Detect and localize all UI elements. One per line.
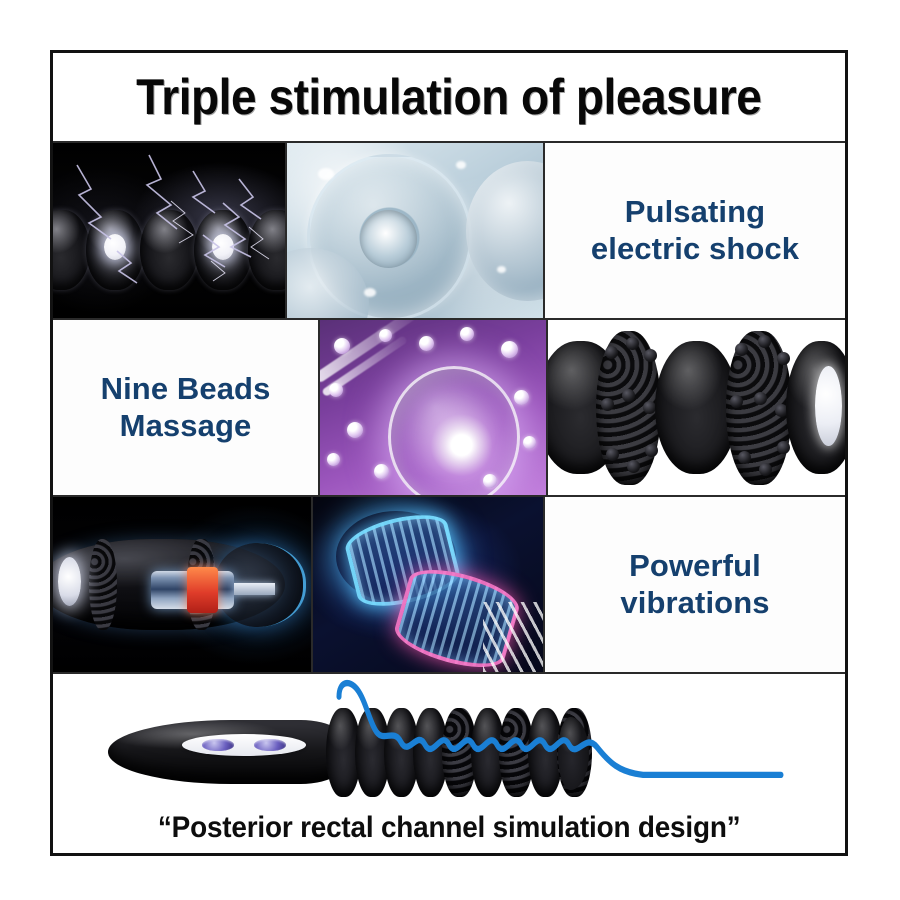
feature-row-pulsating: Pulsating electric shock [53,143,845,320]
mode-button-icon [254,739,287,751]
product-shaft [326,708,592,798]
bubble-bead [347,421,364,438]
internal-motor-cutaway-photo [53,497,311,672]
bubble-bead [374,463,390,479]
title-bar: Triple stimulation of pleasure [53,53,845,143]
bead-shaft-graphic [53,209,285,290]
beaded-texture-closeup-photo [546,320,845,495]
glowing-sphere [387,365,521,495]
highlight-speck [496,265,506,273]
infographic-frame: Triple stimulation of pleasure [50,50,848,856]
energy-streak [320,320,417,384]
powerful-vibrations-cell: Powerful vibrations [543,497,845,672]
highlight-speck [363,288,376,297]
bottom-caption-wrap: “Posterior rectal channel simulation des… [53,811,845,845]
bead-segment [86,209,145,290]
electrode-dot [211,233,234,260]
nine-beads-massage-label: Nine Beads Massage [101,371,271,444]
pulsating-electric-shock-label: Pulsating electric shock [591,194,799,267]
feature-label-line: electric shock [590,230,800,266]
powerful-vibrations-label: Powerful vibrations [620,548,769,621]
bubble-bead [333,337,350,354]
nub-textured-band [726,330,792,485]
control-panel [182,734,306,756]
feature-label-line: Pulsating [624,193,766,229]
page-title: Triple stimulation of pleasure [136,69,762,125]
bubble-bead [460,327,475,341]
feature-row-nine-beads: Nine Beads Massage [53,320,845,497]
bubble-bead [523,435,537,449]
bubble-bead [329,383,344,397]
neon-stripe-pattern [483,602,543,672]
bubble-bead [500,341,518,358]
bubble-bead [419,335,435,351]
power-button-icon [202,739,235,751]
feature-label-line: Massage [119,407,252,443]
full-product-photo [108,703,757,800]
feature-label-line: Nine Beads [100,370,271,406]
bead-segment [193,209,252,290]
electric-shock-photo [53,143,285,318]
bead-body [654,341,739,474]
bead-segment [247,209,285,290]
light-window [58,556,82,606]
bubble-bead [514,390,530,405]
nub-textured-band [595,330,661,485]
light-window [815,365,843,446]
feature-row-powerful-vibrations: Powerful vibrations [53,497,845,674]
macro-ring-secondary [466,160,543,301]
feature-label-line: vibrations [620,584,770,620]
motor-core [187,567,219,613]
highlight-speck [317,167,334,180]
full-product-panel: “Posterior rectal channel simulation des… [53,674,845,853]
bottom-caption: “Posterior rectal channel simulation des… [157,811,741,844]
bead-segment [53,209,91,290]
translucent-rings-macro [285,143,543,318]
feature-label-line: Powerful [629,547,761,583]
nub-textured-band [89,539,118,630]
bubble-bead [378,328,392,342]
purple-energy-sphere-photo [318,320,546,495]
bead-segment [140,209,198,290]
motor-shaft [233,582,275,595]
highlight-speck [455,160,466,169]
nine-beads-massage-cell: Nine Beads Massage [53,320,318,495]
neon-motor-photo [311,497,543,672]
bubble-bead [326,453,340,466]
bubble-bead [482,474,497,488]
electrode-dot [104,233,127,260]
pulsating-electric-shock-cell: Pulsating electric shock [543,143,845,318]
product-handle [108,720,356,784]
